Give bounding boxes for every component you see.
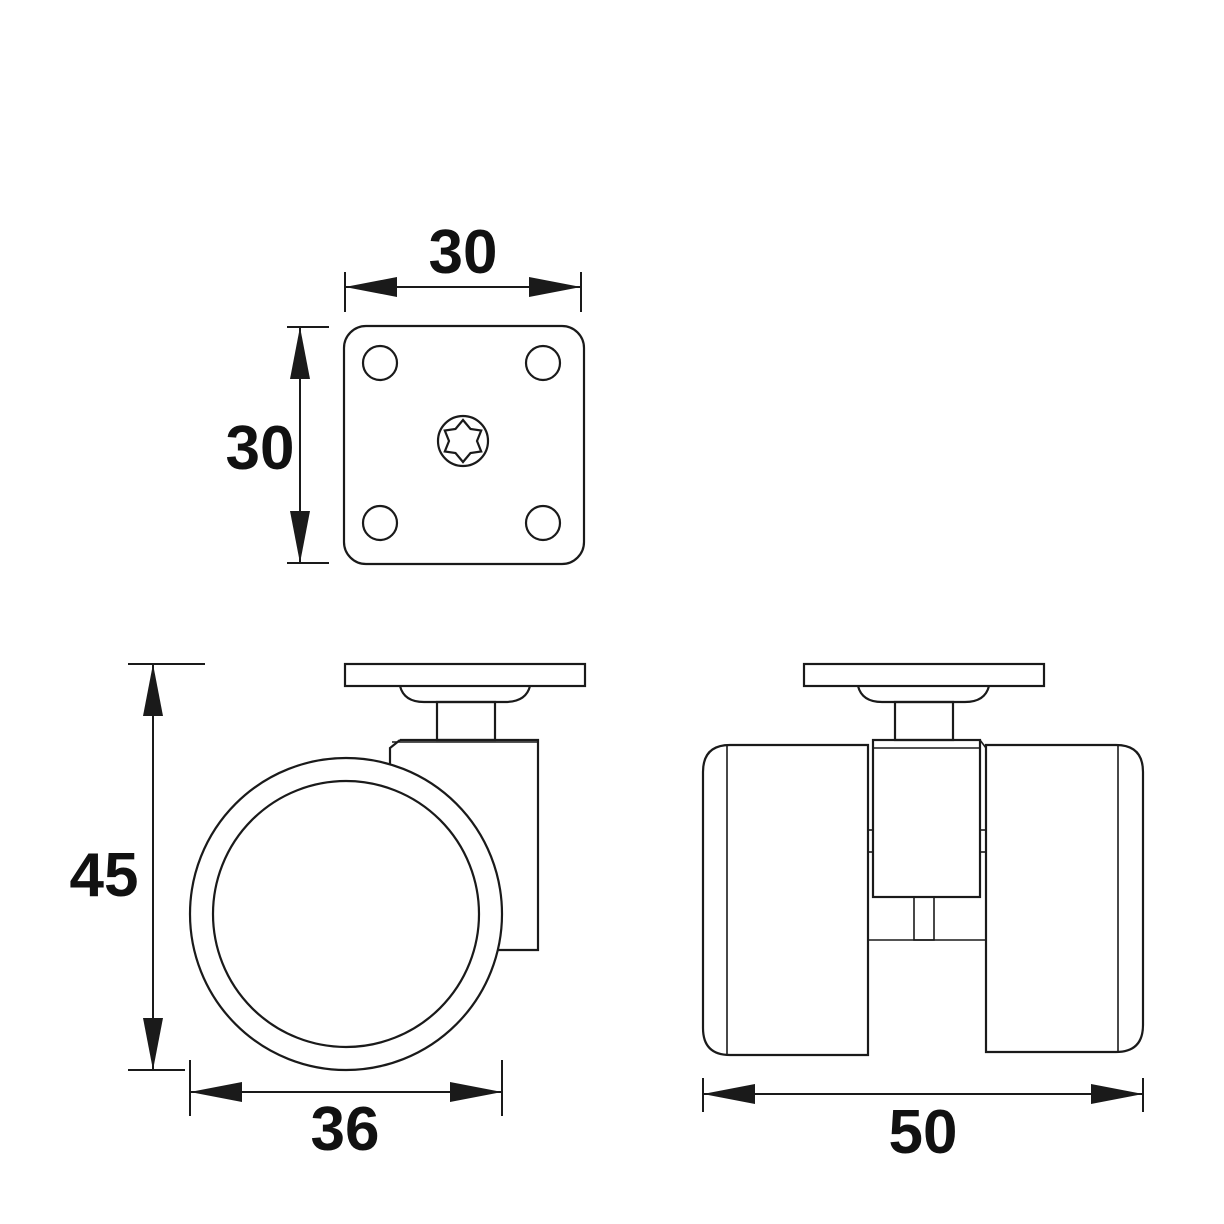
wheel-inner [211, 779, 481, 1049]
mounting-hole-top-left [361, 344, 399, 382]
mounting-hole-top-right [524, 344, 562, 382]
top-view-plate [342, 324, 586, 566]
dimension-front-width: 50 [702, 1078, 1144, 1167]
side-view [188, 662, 587, 1072]
dimension-plate-height: 30 [226, 326, 329, 564]
dimension-label-plate-height: 30 [226, 414, 295, 483]
torx-star-icon [436, 414, 490, 468]
front-view [701, 662, 1145, 1057]
mounting-hole-bottom-right [524, 504, 562, 542]
dimension-label-front-width: 50 [889, 1098, 958, 1167]
dimension-label-plate-width: 30 [429, 218, 498, 287]
dimension-side-width: 36 [189, 1060, 503, 1164]
dimension-label-side-width: 36 [311, 1095, 380, 1164]
dimension-plate-width: 30 [344, 218, 582, 312]
dimension-height: 45 [70, 663, 205, 1071]
left-wheel [701, 743, 870, 1057]
wheel-outer [188, 756, 504, 1072]
dimension-label-height: 45 [70, 841, 139, 910]
mounting-hole-bottom-left [361, 504, 399, 542]
right-wheel [984, 743, 1145, 1054]
